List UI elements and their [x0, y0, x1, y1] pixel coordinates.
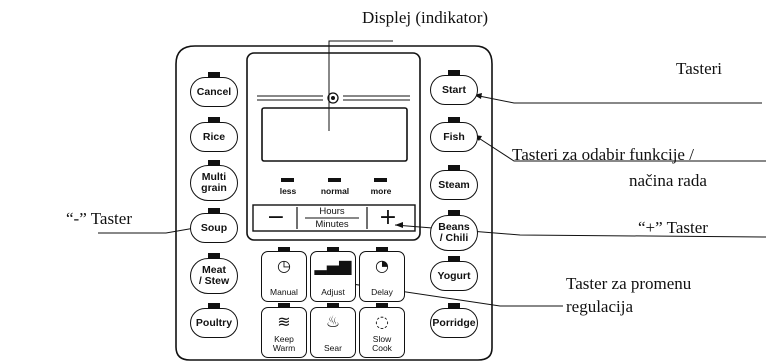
beans-chili-button[interactable]: Beans / Chili: [430, 215, 478, 251]
keep-warm-button[interactable]: ≋ Keep Warm: [261, 307, 307, 358]
cancel-button[interactable]: Cancel: [190, 77, 238, 107]
steam-button[interactable]: Steam: [430, 170, 478, 200]
led-soup: [208, 208, 220, 213]
bar-level-icon: ▂▄▆: [314, 256, 352, 275]
keep-warm-label: Keep Warm: [272, 334, 296, 353]
callout-plus: “+” Taster: [638, 218, 708, 237]
led-multigrain: [208, 160, 220, 165]
callout-promena-1: Taster za promenu: [566, 274, 692, 293]
led-porridge: [448, 303, 460, 308]
led-sear: [327, 303, 339, 308]
poultry-button[interactable]: Poultry: [190, 308, 238, 338]
callout-tasteri: Tasteri: [676, 59, 723, 78]
led-fish: [448, 117, 460, 122]
panel-outline: [175, 45, 493, 361]
clock-icon: ◷: [277, 256, 291, 275]
yogurt-button[interactable]: Yogurt: [430, 261, 478, 291]
led-beans-chili: [448, 210, 460, 215]
led-manual: [278, 247, 290, 252]
manual-label: Manual: [270, 287, 298, 297]
callout-funkcije-2: načina rada: [629, 171, 707, 190]
start-button[interactable]: Start: [430, 75, 478, 105]
fish-button[interactable]: Fish: [430, 122, 478, 152]
multigrain-button[interactable]: Multi grain: [190, 165, 238, 201]
manual-button[interactable]: ◷ Manual: [261, 251, 307, 302]
led-adjust: [327, 247, 339, 252]
led-yogurt: [448, 256, 460, 261]
hours-label: Hours: [319, 206, 345, 217]
flame-icon: ♨: [325, 312, 341, 331]
level-normal-label: normal: [320, 186, 350, 196]
sear-button[interactable]: ♨ Sear: [310, 307, 356, 358]
callout-promena-2: regulacija: [566, 297, 634, 316]
callout-minus: “-” Taster: [66, 209, 132, 228]
led-steam: [448, 165, 460, 170]
adjust-label: Adjust: [321, 287, 345, 297]
slow-cook-label: Slow Cook: [372, 334, 392, 353]
delay-button[interactable]: ◔ Delay: [359, 251, 405, 302]
led-delay: [376, 247, 388, 252]
callout-display: Displej (indikator): [362, 8, 489, 27]
sear-label: Sear: [324, 343, 342, 353]
lcd-window: [261, 107, 408, 162]
led-start: [448, 70, 460, 75]
slow-cook-button[interactable]: ◌ Slow Cook: [359, 307, 405, 358]
adjust-button[interactable]: ▂▄▆ Adjust: [310, 251, 356, 302]
led-keep-warm: [278, 303, 290, 308]
led-slow-cook: [376, 303, 388, 308]
meat-stew-button[interactable]: Meat / Stew: [190, 258, 238, 294]
warm-waves-icon: ≋: [277, 312, 291, 331]
rice-button[interactable]: Rice: [190, 122, 238, 152]
clock-delay-icon: ◔: [375, 256, 389, 275]
porridge-button[interactable]: Porridge: [430, 308, 478, 338]
minutes-label: Minutes: [315, 219, 349, 230]
led-cancel: [208, 72, 220, 77]
slow-cook-icon: ◌: [375, 312, 389, 331]
delay-label: Delay: [371, 287, 393, 297]
time-adjust-box: [252, 204, 416, 232]
led-meat-stew: [208, 253, 220, 258]
display-screen: [246, 52, 421, 241]
minus-button[interactable]: −: [266, 205, 286, 230]
led-rice: [208, 117, 220, 122]
level-more-label: more: [370, 186, 392, 196]
callout-funkcije-1: Tasteri za odabir funkcije /: [512, 145, 694, 164]
soup-button[interactable]: Soup: [190, 213, 238, 243]
plus-button[interactable]: +: [378, 205, 398, 230]
level-less-label: less: [279, 186, 297, 196]
led-poultry: [208, 303, 220, 308]
